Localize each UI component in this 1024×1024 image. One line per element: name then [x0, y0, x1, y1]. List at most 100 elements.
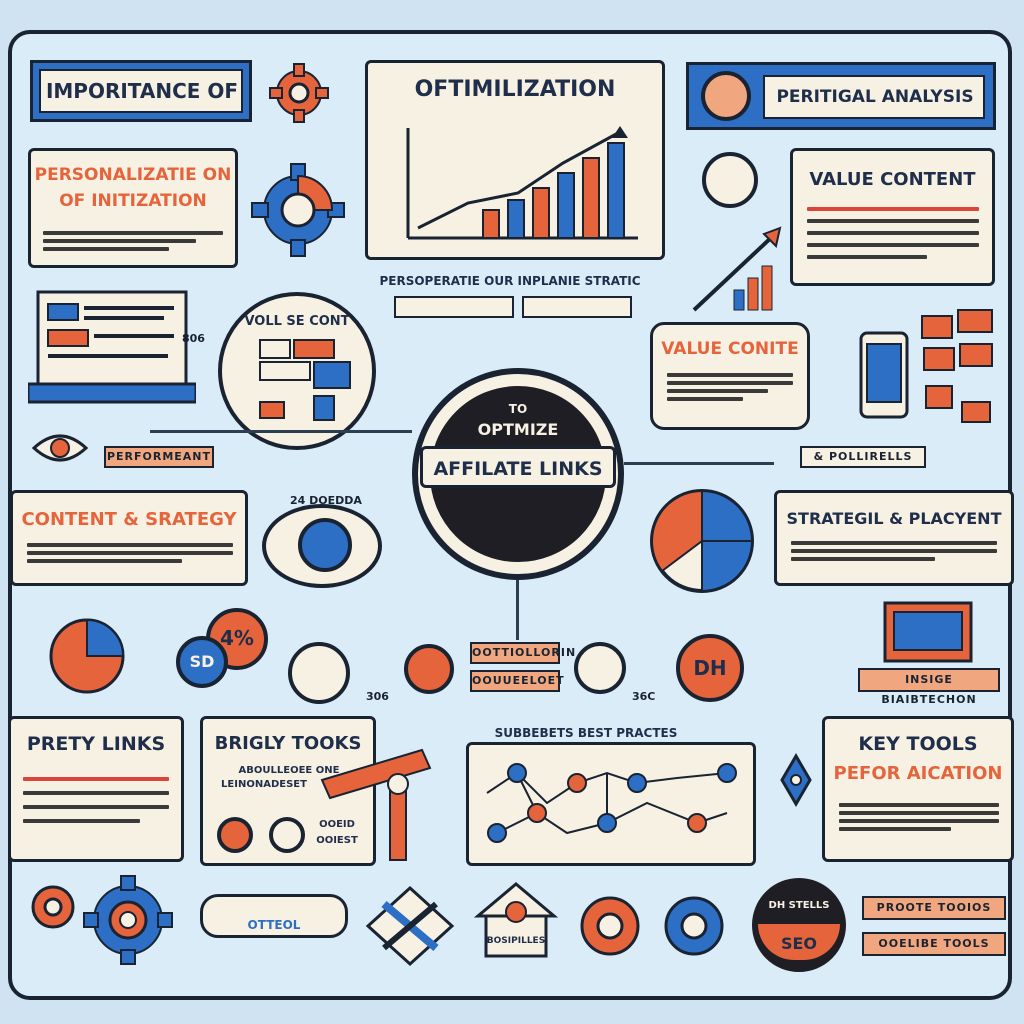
scroll-label: OTTEOL — [247, 918, 301, 932]
seo-label: SEO — [780, 934, 818, 953]
clock-icon — [702, 152, 758, 208]
connector-line — [624, 462, 774, 465]
gear-icon — [269, 63, 329, 123]
optimilization-title: OFTIMILIZATION — [414, 77, 616, 102]
brigly-sub2: LEINONADESET — [221, 779, 307, 790]
text-line — [43, 239, 196, 243]
brigly-sub1: ABOULLEOEE ONE — [238, 765, 340, 776]
text-line — [23, 791, 169, 795]
text-line — [667, 397, 743, 401]
personalization-panel: PERSONALIZATIE ON OF INITIZATION — [28, 148, 238, 268]
strategil-title: STRATEGIL & PLACYENT — [786, 509, 1002, 528]
text-line — [791, 557, 936, 561]
analysis-icon — [701, 71, 751, 121]
crossed-tools-icon — [365, 885, 455, 967]
best-practices-title: SUBBEBETS BEST PRACTES — [494, 726, 678, 740]
text-line — [839, 811, 999, 815]
text-line — [43, 247, 169, 251]
refresh-icon — [288, 642, 350, 704]
personalization-line1: PERSONALIZATIE ON — [34, 165, 232, 185]
key-tools-panel: KEY TOOLS PEFOR AICATION — [822, 716, 1014, 862]
text-line — [791, 541, 997, 545]
brigly-sub4: OOIEST — [316, 835, 358, 846]
percent-label: 4% — [220, 626, 254, 650]
pretty-links-panel: PRETY LINKS — [8, 716, 184, 862]
eye-icon — [31, 434, 89, 462]
network-graph — [486, 763, 737, 843]
performance-ribbon-right — [522, 296, 632, 318]
smartphone-icon — [859, 331, 909, 419]
hub-affiliate: AFFILATE LINKS — [433, 458, 603, 480]
vision-pupil — [298, 518, 352, 572]
house-icon — [474, 882, 558, 958]
text-line — [839, 819, 999, 823]
pretty-links-title: PRETY LINKS — [26, 733, 166, 755]
link-icon — [404, 644, 454, 694]
gear-icon — [83, 875, 173, 965]
settings-icon — [574, 642, 626, 694]
pointer-icon — [320, 748, 432, 861]
text-line — [807, 207, 979, 211]
sd-badge — [176, 636, 228, 688]
key-tools-title: KEY TOOLS — [858, 733, 978, 755]
text-line — [667, 389, 768, 393]
pen-nib-icon — [780, 753, 812, 807]
label-36: 36C — [632, 690, 656, 703]
value-content-title: VALUE CONTENT — [809, 169, 976, 190]
online-tools-tag: OOELIBE TOOLS — [862, 932, 1006, 956]
text-line — [27, 551, 233, 555]
text-line — [807, 255, 928, 259]
content-strategy-title: CONTENT & SRATEGY — [21, 509, 237, 530]
pollirells-tag: & POLLIRELLS — [800, 446, 926, 468]
sd-icon — [217, 817, 253, 853]
label-24: 24 DOEDDA — [290, 494, 362, 507]
text-line — [23, 805, 169, 809]
peritical-banner: PERITIGAL ANALYSIS — [686, 62, 996, 130]
gear-icon — [664, 896, 724, 956]
brigly-sub3: OOEID — [319, 819, 355, 830]
text-line — [23, 777, 169, 781]
gear-icon — [251, 163, 345, 257]
personalization-line2: OF INITIZATION — [59, 191, 207, 211]
pie-chart-icon — [49, 618, 125, 694]
optimizing-tag: PERFORMEANT — [104, 446, 214, 468]
best-practices-panel — [466, 742, 756, 866]
hub-to: TO — [508, 402, 528, 416]
folder-stack-icon — [921, 309, 993, 423]
gear-icon — [580, 896, 640, 956]
pie-chart-icon — [650, 489, 754, 593]
strategil-panel: STRATEGIL & PLACYENT — [774, 490, 1014, 586]
importance-banner: IMPORITANCE OF — [30, 60, 252, 122]
content-strategy-panel: CONTENT & SRATEGY — [10, 490, 248, 586]
optimilization-panel: OFTIMILIZATION — [365, 60, 665, 260]
text-line — [27, 559, 182, 563]
wall-box-title: VOLL SE CONT — [244, 314, 350, 329]
label-306: 306 — [366, 690, 389, 703]
sd-label: SD — [189, 652, 215, 671]
value-conite-bubble: VALUE CONITE — [650, 322, 810, 430]
hub-label-plate — [420, 446, 616, 488]
text-line — [807, 243, 979, 247]
gear-icon — [31, 885, 75, 929]
key-tools-subtitle: PEFOR AICATION — [833, 763, 1003, 784]
value-conite-title: VALUE CONITE — [661, 339, 799, 359]
importance-title: IMPORITANCE OF — [45, 79, 239, 103]
laptop-icon — [28, 290, 196, 404]
monitor-icon — [883, 601, 973, 663]
text-line — [667, 381, 793, 385]
hub-optimize: OPTMIZE — [477, 420, 559, 439]
performance-tag: OOTTIOLLORIN — [470, 642, 575, 664]
connector-line — [150, 430, 412, 433]
disc-icon — [269, 817, 305, 853]
text-line — [43, 231, 223, 235]
brigly-tooks-title: BRIGLY TOOKS — [214, 733, 362, 754]
peritical-title: PERITIGAL ANALYSIS — [776, 87, 974, 107]
promote-tools-tag: PROOTE TOOIOS — [862, 896, 1006, 920]
insight-tag: INSIGE BIAIBTECHON — [858, 668, 1000, 706]
trend-arrow-icon — [692, 226, 782, 312]
layout-blocks-icon — [259, 339, 351, 421]
text-line — [839, 827, 951, 831]
seo-line1: DH STELLS — [768, 900, 830, 911]
value-content-panel: VALUE CONTENT — [790, 148, 995, 286]
performance-tag: OOUUEELOET — [470, 670, 564, 692]
